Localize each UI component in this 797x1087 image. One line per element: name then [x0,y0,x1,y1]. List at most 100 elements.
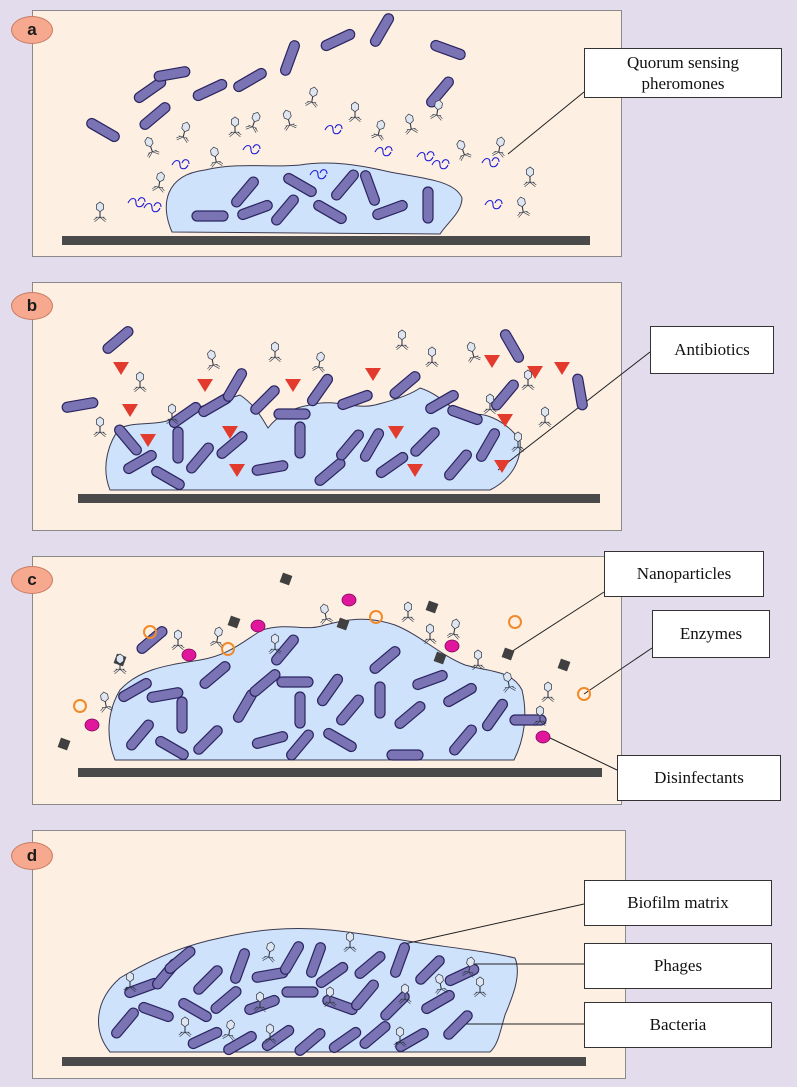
bacterium [372,199,408,221]
bacterium [359,1021,391,1049]
bacterium [389,942,411,978]
nanoparticle [227,615,241,629]
nanoparticle [557,658,571,672]
disinfectant [444,639,460,653]
bacterium [251,731,289,749]
bacterium [380,991,410,1021]
bacterium [210,986,242,1014]
bacterium [193,725,223,755]
phage [461,956,475,978]
label-quorum-line1: Quorum sensing [627,52,739,72]
bacterium [313,199,347,225]
leader-nanoparticles [507,591,605,655]
bacterium [499,329,525,363]
phage [473,976,487,997]
bacterium [481,698,509,732]
phage [393,1026,407,1047]
leader-antibiotics [497,351,651,471]
bacterium [172,426,184,464]
label-disinfectants: Disinfectants [617,755,781,801]
bacterium [271,194,299,226]
phage [93,416,107,437]
phage [207,349,221,371]
phage [533,705,547,726]
phage [395,329,409,350]
bacterium [444,963,480,987]
phage [423,623,437,644]
bacterium [443,1010,473,1040]
bacterium [421,989,455,1015]
antibiotic [527,366,543,379]
phage [405,113,419,135]
bacterium [155,735,189,761]
disinfectant [535,730,551,744]
phage [348,101,362,122]
phage [371,119,386,141]
antibiotic [388,426,404,439]
antibiotic [407,464,423,477]
pheromone [242,144,261,155]
bacterium [199,661,231,689]
bacterium [443,682,477,708]
bacterium [447,404,483,426]
bacterium [351,979,379,1011]
phage [261,941,275,963]
phage [311,351,325,373]
pheromone [374,146,393,157]
bacterium [294,691,306,729]
pheromone [171,159,190,170]
phage [245,111,261,133]
bacterium [118,677,152,703]
phage [521,369,535,390]
panel-label-b: b [11,292,53,320]
enzyme [369,610,383,624]
bacterium [250,385,280,415]
phage [401,601,415,622]
bacterium [369,13,395,47]
antibiotic [140,434,156,447]
bacterium [231,176,259,208]
surface-c [78,768,602,777]
bacterium [136,626,168,654]
phage [209,626,223,648]
nanoparticle [501,647,515,661]
bacterium [216,431,248,459]
phage [466,341,481,363]
phage [503,671,517,693]
enzyme [508,615,522,629]
phage [151,171,165,193]
bacterium [138,1001,174,1023]
bacterium [281,986,319,998]
bacterium [475,428,501,462]
phage [93,201,107,222]
phage [435,973,449,995]
pheromone [416,151,435,162]
phage [541,681,555,702]
bacterium [306,373,334,407]
antibiotic [494,460,510,473]
bacterium [509,714,547,726]
bacterium [273,408,311,420]
nanoparticle [425,600,439,614]
antibiotic [497,414,513,427]
label-antibiotics: Antibiotics [650,326,774,374]
label-quorum-sensing: Quorum sensing pheromones [584,48,782,98]
bacterium [422,186,434,224]
bacterium [126,719,154,751]
bacterium [114,424,142,456]
bacterium [102,326,134,354]
nanoparticle [336,617,350,631]
surface-b [78,494,600,503]
phage [491,136,505,158]
leader-quorum [507,91,585,155]
disinfectant [341,593,357,607]
nanoparticle [433,651,447,665]
antibiotic [365,368,381,381]
phage [268,633,282,654]
bacterium [249,669,281,697]
enzyme [73,699,87,713]
bacterium [375,451,409,479]
pheromone [484,199,503,210]
antibiotic [122,404,138,417]
